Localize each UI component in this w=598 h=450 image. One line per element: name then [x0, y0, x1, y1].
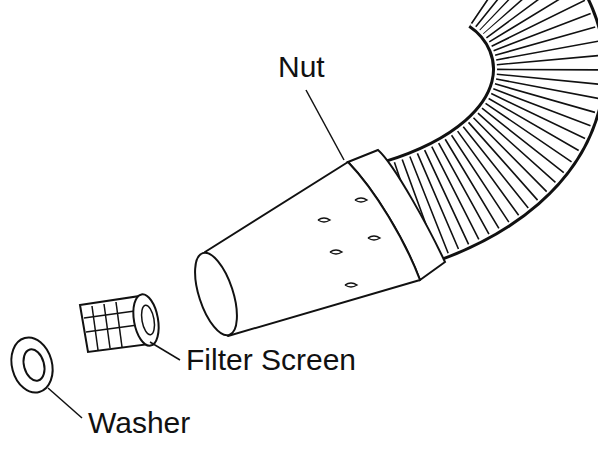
washer-inner — [20, 347, 48, 383]
part-label: Nut — [278, 52, 325, 82]
leader-line — [150, 342, 180, 360]
filter-screen-rim — [130, 292, 163, 347]
filter-screen-hole — [139, 304, 156, 336]
washer-outer — [5, 333, 58, 397]
nut-opening — [187, 248, 246, 340]
part-label: Filter Screen — [186, 345, 356, 375]
hose-body — [400, 0, 549, 215]
hose-outline — [400, 0, 549, 215]
nut-grip-marks — [318, 198, 380, 287]
leader-line — [48, 388, 82, 418]
hose-ridges — [400, 0, 549, 215]
leader-line — [306, 90, 344, 160]
part-label: Washer — [88, 408, 190, 438]
